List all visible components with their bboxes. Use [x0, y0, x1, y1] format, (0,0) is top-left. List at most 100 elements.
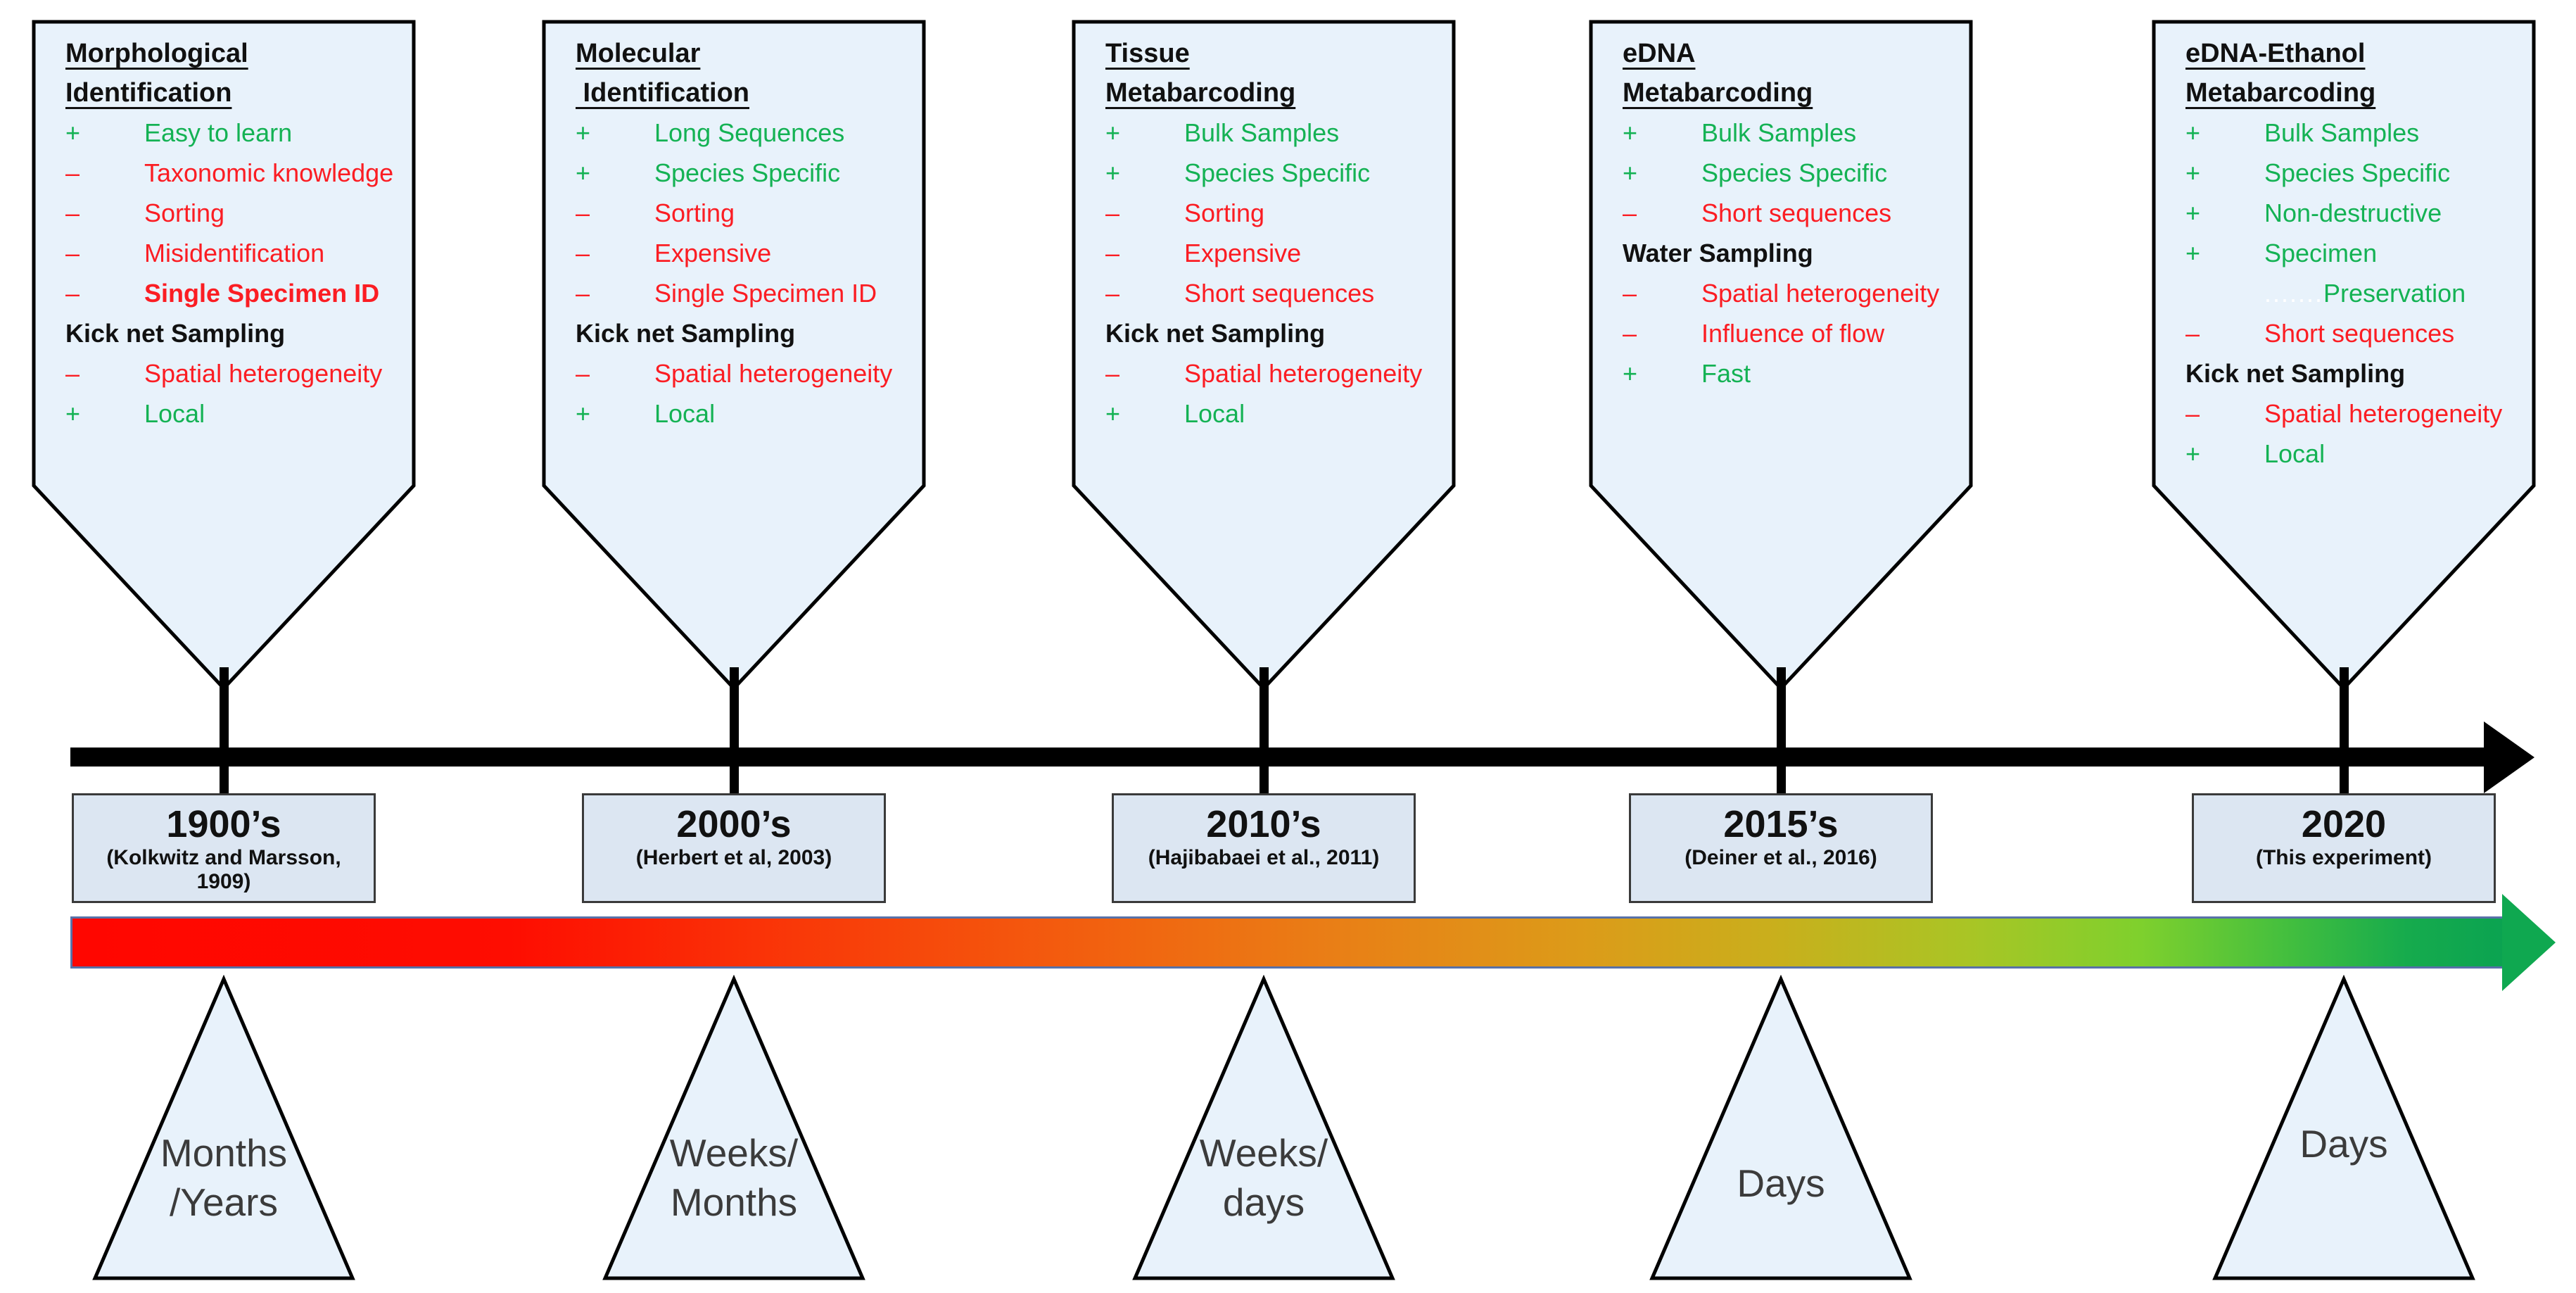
citation-label: (Kolkwitz and Marsson, 1909) [106, 846, 341, 893]
citation-label: (Herbert et al, 2003) [635, 846, 832, 869]
callout-title-line: eDNA-Ethanol [2185, 39, 2366, 68]
item-text: Sorting [654, 198, 735, 227]
duration-label: Weeks/days [1131, 1128, 1396, 1227]
plus-sign-icon: + [2185, 239, 2201, 267]
minus-sign-icon: – [2185, 399, 2200, 428]
item-text: Single Specimen ID [144, 279, 380, 308]
plus-sign-icon: + [2185, 118, 2201, 147]
item-text: Taxonomic knowledge [144, 158, 394, 187]
timeline-axis [70, 748, 2487, 767]
plus-sign-icon: + [2185, 198, 2201, 227]
item-label: Spatial heterogeneity [1184, 353, 1440, 393]
minus-sign-icon: – [1105, 239, 1120, 267]
plus-sign-icon: + [1623, 359, 1638, 388]
year-label: 2000’s [676, 803, 792, 845]
year-box: 2010’s(Hajibabaei et al., 2011) [1112, 793, 1416, 903]
year-box: 2000’s(Herbert et al, 2003) [582, 793, 886, 903]
item-text: Local [654, 399, 716, 428]
plus-sign-icon: + [65, 118, 81, 147]
plus-sign-icon: + [576, 118, 591, 147]
pro-item: + Local [1105, 393, 1440, 434]
item-text: Easy to learn [144, 118, 293, 147]
duration-triangle: Weeks/days [1131, 975, 1396, 1282]
item-label: Expensive [654, 233, 911, 273]
item-text: Species Specific [1701, 158, 1888, 187]
year-box: 2015’s(Deiner et al., 2016) [1629, 793, 1933, 903]
con-item: –Sorting [1105, 193, 1440, 233]
pro-item: + Bulk Samples [2185, 113, 2520, 153]
callout-subheader: Kick net Sampling [2185, 359, 2406, 388]
con-item: –Single Specimen ID [576, 273, 911, 313]
callout-pointer-shape [1589, 20, 1973, 691]
minus-sign-icon: – [65, 198, 80, 227]
item-text: Influence of flow [1701, 319, 1885, 348]
item-text: Spatial heterogeneity [144, 359, 383, 388]
item-text: Spatial heterogeneity [1701, 279, 1940, 308]
item-text: Short sequences [2264, 319, 2455, 348]
item-label: Short sequences [1701, 193, 1958, 233]
duration-label-line: /Years [170, 1180, 278, 1224]
triangle-shape [2212, 975, 2475, 1280]
connector-line [220, 667, 229, 795]
item-label: Influence of flow [1701, 313, 1958, 353]
pro-item: + Fast [1623, 353, 1958, 393]
plus-sign-icon: + [1105, 399, 1121, 428]
item-label: Taxonomic knowledge [144, 153, 400, 193]
year-label: 2010’s [1206, 803, 1321, 845]
triangle-shape [1132, 975, 1395, 1280]
con-item: –Influence of flow [1623, 313, 1958, 353]
duration-label: Weeks/Months [602, 1128, 866, 1227]
callout-title: Molecular Identification [576, 34, 911, 113]
item-text: Single Specimen ID [654, 279, 877, 308]
con-item: –Spatial heterogeneity [1105, 353, 1440, 393]
plus-sign-icon: + [2185, 439, 2201, 468]
item-label: Spatial heterogeneity [1701, 273, 1958, 313]
duration-label-line: Days [1737, 1161, 1825, 1205]
duration-label-line: Months [160, 1131, 288, 1175]
con-item: –Misidentification [65, 233, 400, 273]
citation-label: (Deiner et al., 2016) [1684, 846, 1877, 869]
callout-title-line: Metabarcoding [1105, 78, 1296, 108]
duration-label-line: Weeks/ [1199, 1131, 1328, 1175]
item-label: Sorting [1184, 193, 1440, 233]
item-label: Spatial heterogeneity [654, 353, 911, 393]
minus-sign-icon: – [65, 359, 80, 388]
minus-sign-icon: – [576, 198, 590, 227]
minus-sign-icon: – [576, 359, 590, 388]
item-label: Local [1184, 393, 1440, 434]
item-label: Expensive [1184, 233, 1440, 273]
callout-pointer-shape [2152, 20, 2536, 691]
item-text: Specimen [2264, 239, 2378, 267]
pro-item: +Species Specific [1105, 153, 1440, 193]
item-text: Bulk Samples [1701, 118, 1857, 147]
item-text-wrap: Preservation [2323, 279, 2466, 308]
pro-item: +Local [576, 393, 911, 434]
item-text: Spatial heterogeneity [654, 359, 893, 388]
item-text: Short sequences [1184, 279, 1375, 308]
item-text: Bulk Samples [2264, 118, 2420, 147]
item-label: Fast [1701, 353, 1958, 393]
callout-pointer-shape [542, 20, 926, 691]
triangle-shape [602, 975, 865, 1280]
callout-title-line: Morphological [65, 39, 248, 68]
item-label: Species Specific [2264, 153, 2520, 193]
con-item: – Spatial heterogeneity [2185, 393, 2520, 434]
con-item: – Short sequences [1623, 193, 1958, 233]
item-text: Local [144, 399, 205, 428]
minus-sign-icon: – [1623, 198, 1637, 227]
pro-item: +Long Sequences [576, 113, 911, 153]
item-label: Misidentification [144, 233, 400, 273]
callout-pointer-shape [32, 20, 416, 691]
item-label: Species Specific [1184, 153, 1440, 193]
item-label: Spatial heterogeneity [2264, 393, 2520, 434]
duration-triangle: Months/Years [91, 975, 356, 1282]
minus-sign-icon: – [2185, 319, 2200, 348]
